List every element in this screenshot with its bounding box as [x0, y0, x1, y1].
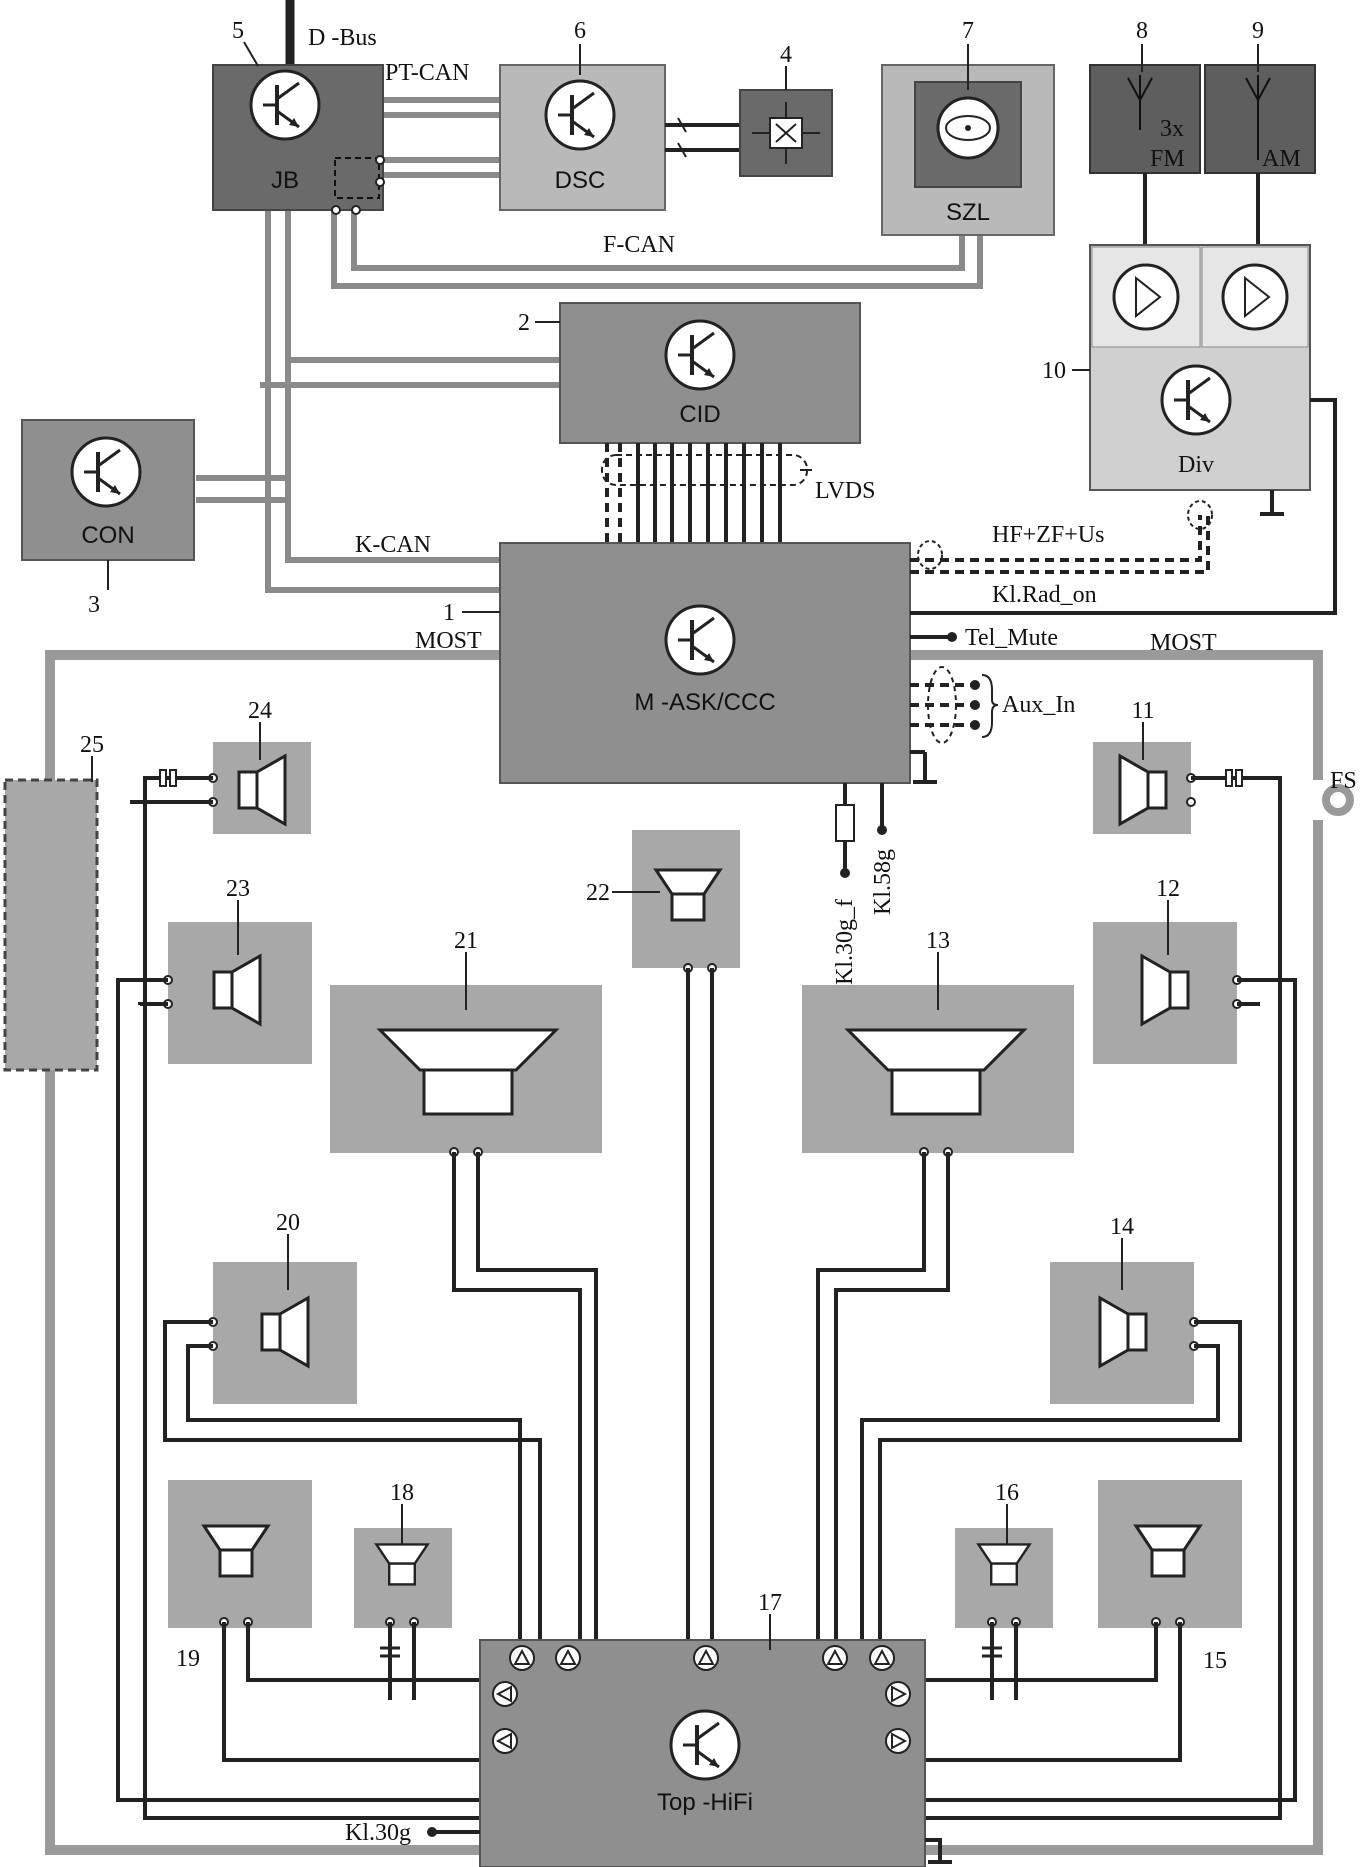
callout-numbers: 3 1 2 5 6 4 7 8 9 10 11 12 13 14 15 16 1…: [80, 18, 1264, 1674]
dsc-label: DSC: [555, 167, 606, 194]
num-21: 21: [454, 928, 478, 954]
hf-label: HF+ZF+Us: [992, 522, 1104, 548]
speaker-14: [1050, 1262, 1199, 1404]
num-6: 6: [574, 18, 586, 44]
fs-loop: [1322, 784, 1354, 816]
lvds-bundle: LVDS: [601, 443, 875, 543]
tophifi-label: Top -HiFi: [657, 1789, 753, 1816]
num-1: 1: [443, 600, 455, 626]
num-12: 12: [1156, 876, 1180, 902]
mask-right-connections: HF+ZF+Us Kl.Rad_on Tel_Mute Aux_In: [910, 398, 1337, 744]
fcan-label: F-CAN: [603, 232, 675, 258]
num-20: 20: [276, 1210, 300, 1236]
num-25: 25: [80, 732, 104, 758]
most-right-label: MOST: [1150, 630, 1217, 656]
module-25: [3, 778, 99, 1072]
speaker-20: [208, 1262, 357, 1404]
cid-block: CID: [559, 302, 861, 444]
auxin-label: Aux_In: [1002, 692, 1075, 718]
num-16: 16: [995, 1480, 1019, 1506]
jb-block: JB: [212, 64, 385, 215]
am-label: AM: [1262, 146, 1301, 172]
dsc-sensor-wires: [665, 117, 740, 158]
speaker-23: [163, 922, 312, 1064]
num-15: 15: [1203, 1648, 1227, 1674]
mask-bottom-connections: Kl.30g_f Kl.58g: [832, 783, 896, 985]
num-4: 4: [780, 42, 792, 68]
num-5: 5: [232, 18, 244, 44]
speaker-13: [802, 985, 1074, 1157]
am-antenna-block: AM: [1204, 64, 1316, 174]
num-11: 11: [1131, 698, 1154, 724]
lvds-label: LVDS: [815, 478, 875, 504]
num-18: 18: [390, 1480, 414, 1506]
speaker-21: [330, 985, 602, 1157]
fm-3x: 3x: [1160, 116, 1184, 142]
num-13: 13: [926, 928, 950, 954]
szl-label: SZL: [946, 199, 990, 226]
num-17: 17: [758, 1590, 782, 1616]
kl30g-label: Kl.30g: [345, 1820, 411, 1846]
con-block: CON: [21, 419, 195, 561]
num-9: 9: [1252, 18, 1264, 44]
kl58g-label: Kl.58g: [870, 849, 896, 915]
cid-label: CID: [679, 401, 720, 428]
num-24: 24: [248, 698, 272, 724]
num-7: 7: [962, 18, 974, 44]
num-3: 3: [88, 592, 100, 618]
fs-label: FS: [1330, 768, 1357, 794]
most-left-label: MOST: [415, 628, 482, 654]
num-23: 23: [226, 876, 250, 902]
sensor-block: [739, 89, 833, 177]
klrad-label: Kl.Rad_on: [992, 582, 1097, 608]
dsc-block: DSC: [499, 64, 666, 211]
con-label: CON: [81, 522, 134, 549]
kl30gf-label: Kl.30g_f: [832, 899, 858, 985]
div-label: Div: [1178, 452, 1214, 478]
dbus-label: D -Bus: [308, 25, 377, 51]
num-2: 2: [518, 310, 530, 336]
speaker-24: [208, 742, 311, 834]
speaker-12: [1093, 922, 1242, 1064]
top-hifi-block: Top -HiFi: [479, 1639, 952, 1867]
telmute-label: Tel_Mute: [965, 625, 1058, 651]
num-19: 19: [176, 1646, 200, 1672]
speaker-19: [168, 1480, 312, 1628]
num-10: 10: [1042, 358, 1066, 384]
kcan-label: K-CAN: [355, 532, 431, 558]
ptcan-label: PT-CAN: [385, 60, 469, 86]
szl-block: SZL: [881, 64, 1055, 236]
mask-ccc-block: M -ASK/CCC: [499, 542, 937, 784]
num-22: 22: [586, 880, 610, 906]
speaker-16: [955, 1528, 1053, 1628]
fm-antenna-block: 3x FM: [1089, 64, 1201, 174]
div-block: Div: [1089, 244, 1311, 516]
num-8: 8: [1136, 18, 1148, 44]
jb-label: JB: [271, 167, 299, 194]
speaker-15: [1098, 1480, 1242, 1628]
fm-label: FM: [1150, 146, 1185, 172]
speaker-wires: [116, 769, 1297, 1820]
bus-wires: [45, 0, 1323, 1855]
mask-label: M -ASK/CCC: [634, 689, 775, 716]
num-14: 14: [1110, 1214, 1134, 1240]
speaker-22: [632, 830, 740, 973]
